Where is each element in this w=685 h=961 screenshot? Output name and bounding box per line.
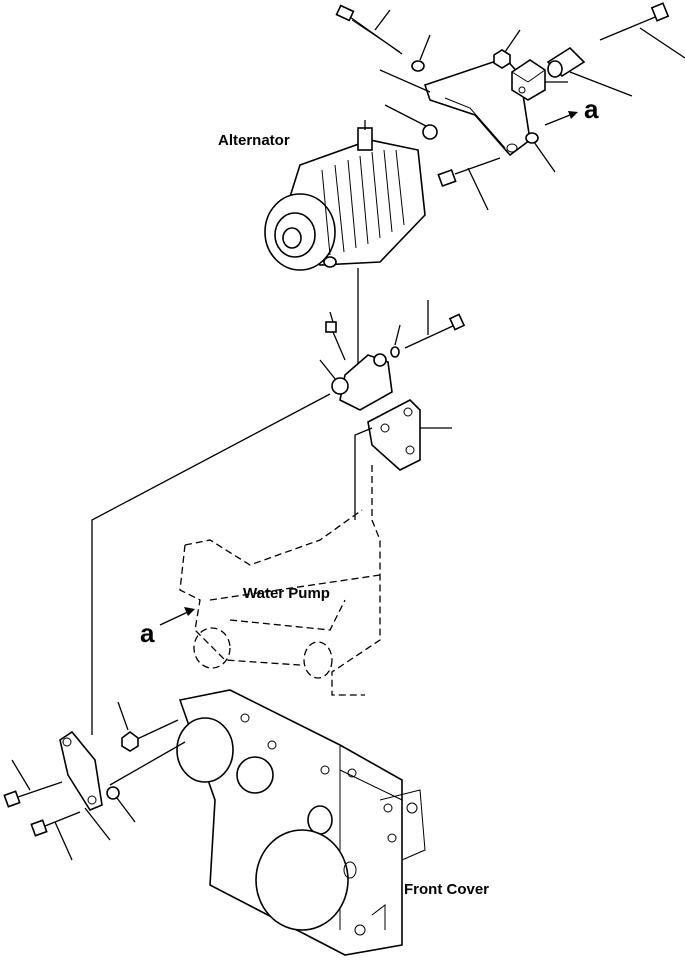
- adjust-bracket: [379, 57, 531, 157]
- bracket-leader-line: [354, 427, 373, 520]
- sleeve-collar: [546, 46, 633, 97]
- lower-washer: [106, 786, 136, 823]
- cover-leader-line: [109, 741, 186, 786]
- bracket-washer-right: [525, 132, 556, 173]
- long-through-bolt: [599, 2, 685, 59]
- front-cover-label: Front Cover: [404, 881, 489, 898]
- cover-leader-line-2: [134, 719, 179, 741]
- lower-nut: [117, 701, 139, 752]
- ref-a-left-label: a: [140, 618, 155, 648]
- water-pump-label: Water Pump: [243, 585, 330, 602]
- front-cover: [176, 689, 426, 956]
- mount-small-bolt: [325, 311, 346, 361]
- mount-bracket: [319, 353, 393, 411]
- mount-leader-line: [91, 393, 331, 735]
- arrow-a-top: [544, 111, 578, 126]
- water-pump-outline: [179, 465, 381, 696]
- alternator-body: [264, 120, 426, 271]
- upper-washer: [411, 34, 431, 72]
- bracket-bolt: [437, 157, 501, 211]
- bracket-nut-top: [493, 29, 521, 69]
- lower-plate: [59, 730, 111, 841]
- arrow-a-left: [159, 607, 195, 626]
- alternator-label: Alternator: [218, 132, 290, 149]
- pump-bracket: [367, 399, 452, 471]
- lower-bolt-lower: [30, 811, 81, 861]
- lower-bolt-upper: [3, 759, 63, 808]
- mid-spacer: [384, 104, 438, 140]
- spacer-block: [511, 59, 568, 101]
- mount-long-bolt: [404, 300, 466, 349]
- upper-bolt-long: [335, 4, 403, 55]
- mount-washer: [390, 324, 401, 358]
- ref-a-top-label: a: [584, 94, 599, 124]
